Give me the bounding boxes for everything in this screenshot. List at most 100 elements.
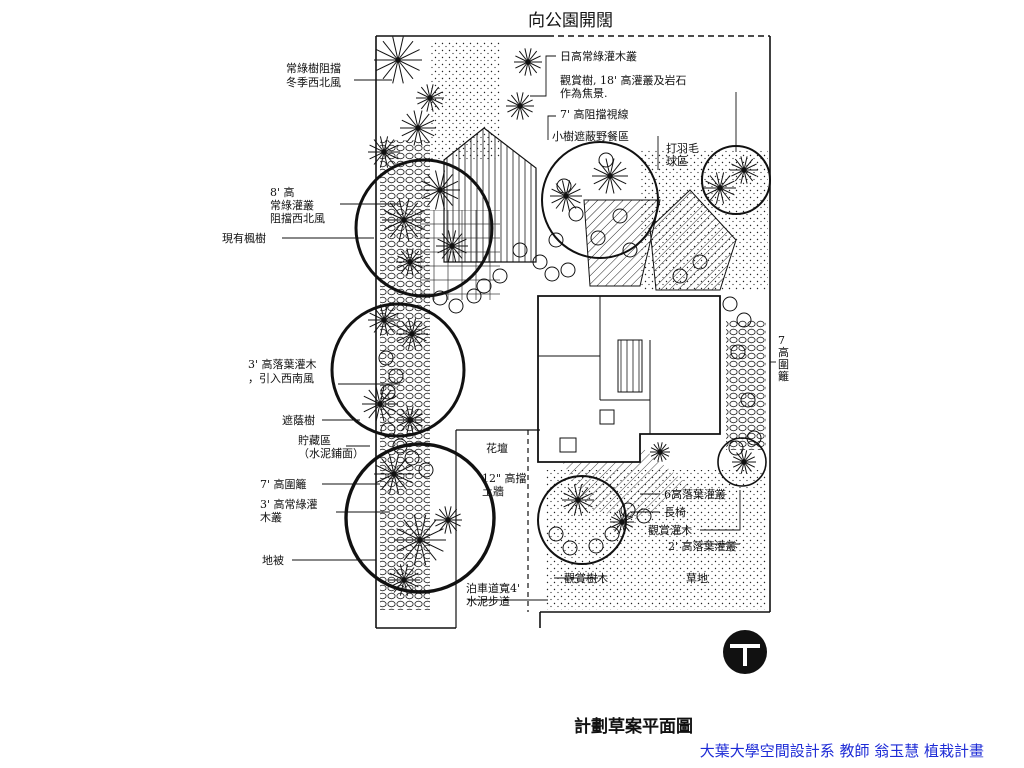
shrub-icon (620, 502, 636, 518)
shrub-icon (604, 526, 620, 542)
tree-burst-icon (436, 230, 468, 262)
label-line: 7 (778, 334, 785, 347)
label-line: 打羽毛 (666, 141, 699, 155)
tree-burst-icon (368, 304, 400, 336)
shrub-icon (588, 538, 604, 554)
tree-burst-icon (374, 36, 422, 84)
shrub-icon (392, 438, 408, 454)
label-sun-evergreen: 日高常綠灌木叢 (560, 49, 637, 63)
tree-burst-icon (434, 506, 462, 534)
shrub-icon (532, 254, 548, 270)
shrub-icon (746, 430, 762, 446)
label-line: 8' 高 (270, 185, 295, 199)
property-boundary (375, 35, 771, 629)
label-line: 泊車道寬4' (466, 581, 520, 595)
shrub-icon (722, 296, 738, 312)
tree-burst-icon (416, 84, 444, 112)
shrub-icon (466, 288, 482, 304)
label-small-tree-picnic: 小樹遮蔽野餐區 (552, 129, 629, 143)
label-line: 觀賞樹木 (564, 572, 608, 585)
tree-burst-icon (562, 484, 594, 516)
label-line: 地被 (262, 554, 284, 567)
label-line: 常綠樹阻擋 (286, 61, 341, 75)
label-line: 花壇 (486, 441, 508, 455)
shrub-icon (730, 344, 746, 360)
label-evergreen-3ft: 3' 高常綠灌木叢 (260, 497, 318, 524)
label-line: 日高常綠灌木叢 (560, 49, 637, 63)
tree-burst-icon (362, 386, 398, 422)
tree-burst-icon (650, 442, 670, 462)
tree-burst-icon (704, 172, 736, 204)
tree-burst-icon (610, 510, 634, 534)
shrub-icon (562, 540, 578, 556)
hatched-south (560, 446, 690, 520)
tree-burst-icon (400, 110, 436, 146)
label-bench: 長椅 (664, 505, 686, 519)
label-groundcover: 地被 (262, 554, 284, 567)
label-driveway: 泊車道寬4'水泥步道 (466, 581, 520, 608)
label-line: 3' 高落葉灌木 (248, 357, 317, 371)
label-line: 小樹遮蔽野餐區 (552, 129, 629, 143)
tree-canopies (330, 141, 771, 594)
shrub-icon (568, 206, 584, 222)
label-shade-tree: 遮蔭樹 (282, 413, 315, 427)
label-deciduous-3ft: 3' 高落葉灌木，引入西南風 (248, 357, 317, 385)
label-fence-7ft-left: 7' 高圍籬 (260, 477, 307, 491)
shrub-icon (598, 152, 614, 168)
shrub-icon (544, 266, 560, 282)
tree-burst-icon (420, 170, 460, 210)
top-label: 向公園開闊 (528, 11, 613, 31)
shrub-icon (378, 350, 394, 366)
tree-burst-icon (388, 564, 420, 596)
shrub-icon (590, 230, 606, 246)
label-line: 觀賞樹, 18' 高灌叢及岩石 (560, 73, 687, 87)
label-line: 2' 高落葉灌叢 (668, 539, 737, 553)
label-ornamental-shrub: 觀賞灌木 (648, 524, 692, 537)
label-lawn: 草地 (686, 572, 708, 585)
label-line: 觀賞灌木 (648, 524, 692, 537)
shrub-icon (612, 208, 628, 224)
label-deciduous-6: 6高落葉灌叢 (664, 487, 726, 501)
label-deciduous-2ft: 2' 高落葉灌叢 (668, 539, 737, 553)
tree-burst-icon (506, 92, 534, 120)
label-line: 遮蔭樹 (282, 413, 315, 427)
label-screen-7ft: 7' 高阻擋視線 (560, 107, 629, 121)
label-evergreen-windbreak: 常綠樹阻擋冬季西北風 (286, 61, 341, 89)
shrub-icon (380, 384, 396, 400)
label-line: 圍 (778, 358, 789, 371)
house-footprint (537, 295, 721, 463)
label-line: 12" 高擋 (482, 471, 527, 485)
label-ornamental-trees-bottom: 觀賞樹木 (564, 572, 608, 585)
label-line: 冬季西北風 (286, 75, 341, 89)
label-retaining-wall: 12" 高擋土牆 (482, 471, 527, 498)
shrub-icon (380, 422, 396, 438)
label-line: 現有楓樹 (222, 231, 266, 245)
tree-burst-icon (396, 406, 424, 434)
shrub-symbols (378, 152, 762, 556)
shrub-icon (636, 508, 652, 524)
shrub-icon (622, 242, 638, 258)
tree-burst-icon (374, 454, 414, 494)
label-line: 土牆 (482, 484, 504, 498)
tree-symbols (362, 36, 758, 596)
shrub-icon (736, 312, 752, 328)
shrub-icon (560, 262, 576, 278)
label-line: （水泥鋪面） (298, 446, 364, 460)
tree-burst-icon (382, 198, 426, 242)
shrub-icon (476, 278, 492, 294)
label-line: 高 (778, 345, 789, 359)
shrub-icon (388, 368, 404, 384)
label-line: 籬 (778, 369, 789, 383)
tree-burst-icon (396, 318, 428, 350)
label-line: 7' 高阻擋視線 (560, 107, 629, 121)
shrub-icon (548, 526, 564, 542)
deck-boards (443, 127, 537, 263)
shrub-icon (692, 254, 708, 270)
label-storage: 貯藏區（水泥鋪面） (298, 434, 364, 460)
shrub-icon (432, 290, 448, 306)
shrub-icon (740, 392, 756, 408)
label-line: 木叢 (260, 511, 282, 524)
